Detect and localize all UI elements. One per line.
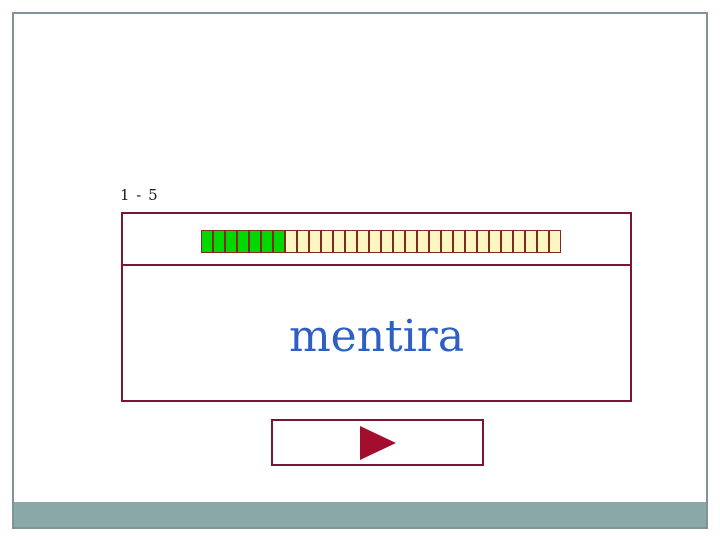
play-icon <box>359 425 396 460</box>
timer-cell <box>273 230 285 253</box>
timer-section <box>123 214 630 266</box>
timer-cell <box>453 230 465 253</box>
timer-cell <box>441 230 453 253</box>
timer-cell <box>537 230 549 253</box>
timer-cell <box>405 230 417 253</box>
timer-cell <box>297 230 309 253</box>
timer-cell <box>309 230 321 253</box>
timer-cell <box>429 230 441 253</box>
timer-cell <box>345 230 357 253</box>
answer-word: mentira <box>288 310 465 362</box>
timer-cell <box>393 230 405 253</box>
answer-section: mentira <box>123 266 630 400</box>
content-box: mentira <box>121 212 632 402</box>
timer-cell <box>237 230 249 253</box>
timer-cell <box>249 230 261 253</box>
footer-bar <box>14 502 706 527</box>
question-range-label: 1 - 5 <box>120 186 159 204</box>
timer-cell <box>369 230 381 253</box>
timer-cell <box>357 230 369 253</box>
timer-cell <box>201 230 213 253</box>
timer-cell <box>417 230 429 253</box>
timer-cell <box>525 230 537 253</box>
timer-cell <box>381 230 393 253</box>
slide-canvas: 1 - 5 mentira <box>12 12 708 529</box>
timer-cell <box>549 230 561 253</box>
timer-cell <box>333 230 345 253</box>
timer-cell <box>513 230 525 253</box>
timer-cell <box>501 230 513 253</box>
timer-cell <box>321 230 333 253</box>
timer-cell <box>285 230 297 253</box>
timer-progress-bar <box>201 230 561 253</box>
timer-cell <box>465 230 477 253</box>
timer-cell <box>477 230 489 253</box>
next-button[interactable] <box>271 419 484 466</box>
timer-cell <box>225 230 237 253</box>
timer-cell <box>261 230 273 253</box>
timer-cell <box>213 230 225 253</box>
timer-cell <box>489 230 501 253</box>
